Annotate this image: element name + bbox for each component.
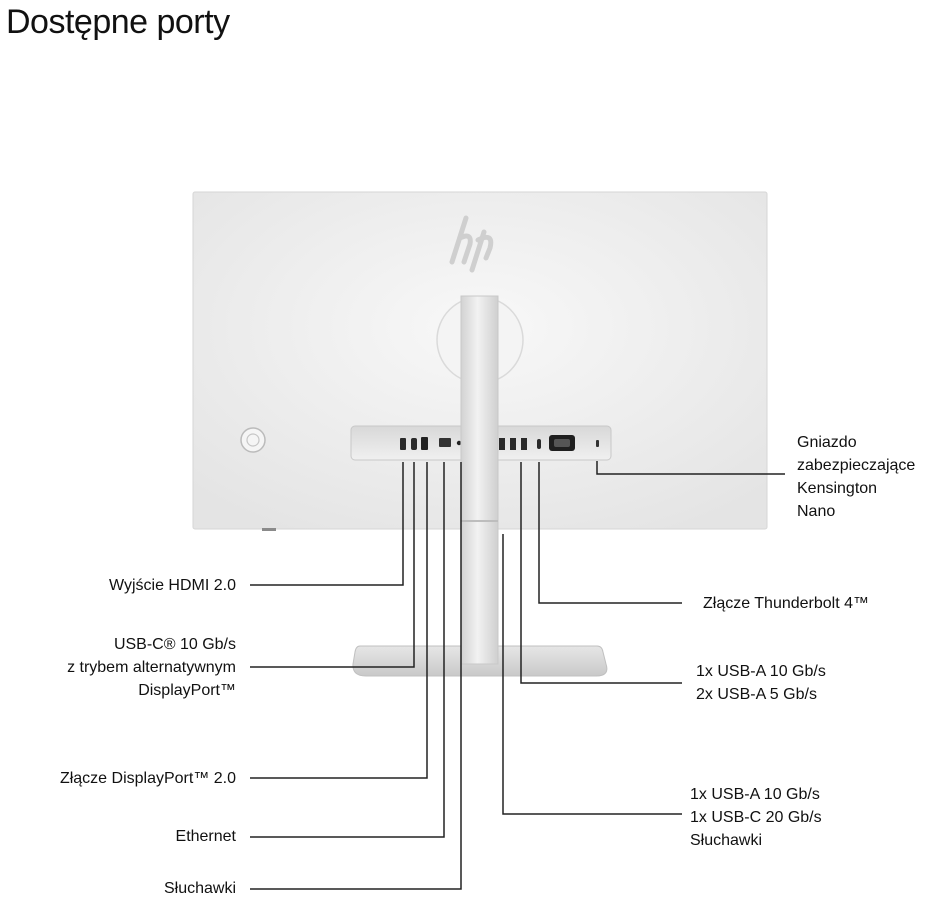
callout-headphones: Słuchawki: [163, 880, 236, 897]
usb-a-port-3-icon: [521, 438, 527, 450]
leader-kensington: [596, 461, 785, 475]
hdmi-port-icon: [400, 438, 406, 450]
leader-hdmi: [250, 462, 404, 586]
usb-a-port-2-icon: [510, 438, 516, 450]
usb-c-port-icon: [411, 438, 417, 450]
leader-ethernet: [250, 462, 445, 838]
callout-ethernet: Ethernet: [175, 828, 236, 845]
displayport-port-icon: [421, 437, 428, 450]
callout-usbc-dp: USB-C® 10 Gb/s z trybem alternatywnym Di…: [67, 636, 236, 699]
page-title: Dostępne porty: [6, 3, 230, 41]
leader-usb-rear: [520, 462, 682, 684]
leader-headphones: [250, 462, 462, 890]
callout-usb-side: 1x USB-A 10 Gb/s 1x USB-C 20 Gb/s Słucha…: [690, 786, 822, 849]
leader-displayport: [250, 462, 428, 779]
kensington-slot-icon: [596, 440, 599, 447]
leader-usb-side: [502, 534, 682, 815]
power-button-icon: [240, 427, 266, 453]
callout-usb-rear: 1x USB-A 10 Gb/s 2x USB-A 5 Gb/s: [696, 663, 826, 703]
leader-usbc-dp: [250, 462, 415, 668]
panel-bottom-lip: [262, 528, 276, 531]
callout-hdmi: Wyjście HDMI 2.0: [109, 577, 236, 594]
callout-thunderbolt: Złącze Thunderbolt 4™: [703, 595, 870, 612]
usb-a-port-1-icon: [499, 438, 505, 450]
ethernet-port-icon: [439, 438, 451, 447]
callout-leader-lines: [250, 461, 785, 890]
leader-thunderbolt: [538, 462, 682, 604]
hp-logo-icon: [449, 215, 494, 273]
thunderbolt-port-icon: [537, 439, 541, 449]
callout-kensington: Gniazdo zabezpieczające Kensington Nano: [797, 434, 916, 520]
headphone-jack-icon: [456, 440, 462, 446]
callout-displayport: Złącze DisplayPort™ 2.0: [59, 770, 236, 787]
stand-neck: [460, 295, 499, 665]
rear-ports: [400, 435, 599, 451]
